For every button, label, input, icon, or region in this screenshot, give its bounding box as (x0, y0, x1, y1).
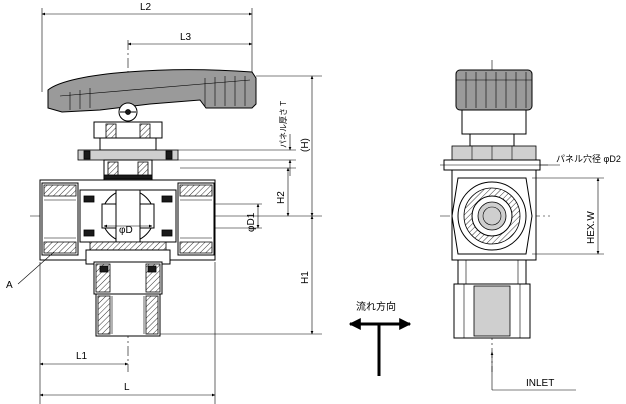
dim-d-label: φD (119, 225, 133, 236)
dim-panel-hole-label: パネル穴径 φD2 (556, 153, 621, 164)
inlet-label: INLET (526, 378, 554, 389)
side-body (451, 169, 537, 261)
dim-l2-label: L2 (140, 2, 152, 13)
dim-l-label: L (124, 382, 130, 393)
bottom-port (93, 261, 163, 337)
side-view: HEX.W パネル穴径 φD2 INLET (440, 60, 621, 391)
stem-bonnet (77, 121, 179, 181)
flow-direction-label: 流れ方向 (356, 300, 396, 313)
valve-body (39, 179, 216, 265)
handle-screw (118, 102, 138, 122)
dim-hex-label: HEX.W (586, 211, 597, 244)
front-dimensions: L2 L3 L1 L (H) H2 φD1 H1 パ (39, 2, 322, 404)
dim-l1-label: L1 (76, 351, 88, 362)
part-a-label: A (6, 280, 13, 291)
dim-h-label: (H) (300, 138, 311, 152)
handle-lever (47, 69, 257, 113)
side-handle-knob (455, 69, 533, 147)
dim-panel-thickness-label: パネル厚さ T (279, 101, 288, 148)
dim-h2-label: H2 (276, 191, 287, 204)
dim-d1-label: φD1 (246, 212, 257, 232)
dim-h1-label: H1 (300, 271, 311, 284)
side-panel-nut (440, 145, 548, 171)
side-inlet-fitting (453, 259, 531, 339)
dim-l3-label: L3 (180, 32, 192, 43)
flow-direction-symbol: 流れ方向 (348, 300, 412, 376)
front-view: A φD (6, 40, 257, 372)
part-a-leader (17, 251, 55, 285)
